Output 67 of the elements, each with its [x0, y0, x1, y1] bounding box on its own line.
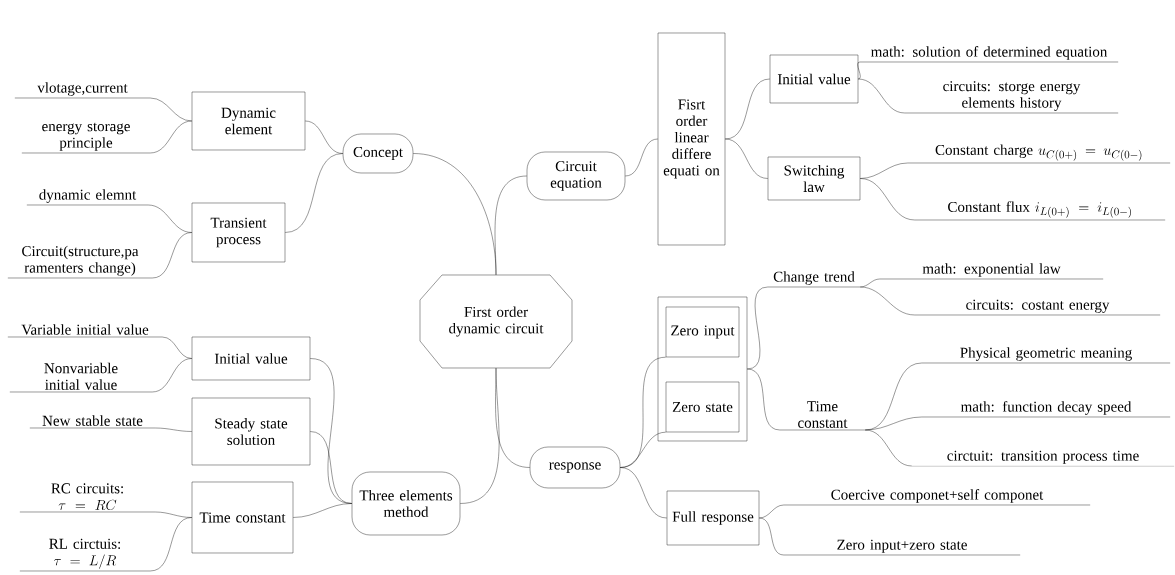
connector: [858, 78, 905, 114]
underlined-text: Constant charge $u_{C(0+)} = u_{C(0-)}$: [907, 144, 1171, 164]
underlined-text: New stable state: [29, 415, 156, 429]
underlined-text: math: exponential law: [879, 263, 1104, 280]
connector: [747, 368, 780, 431]
octagon-node: First order dynamic circuit: [419, 274, 573, 369]
connector: [725, 78, 770, 140]
rounded-node: Concept: [342, 133, 414, 174]
underlined-text: Circuit(structure,pa ramenters change): [7, 245, 153, 279]
underlined-text: Variable initial value: [7, 324, 163, 338]
underlined-text: math: function decay speed: [921, 401, 1171, 418]
connector: [860, 286, 915, 316]
topic-box: Switching law: [767, 156, 861, 201]
topic-box: Initial value: [769, 54, 859, 104]
topic-box: Transient process: [191, 202, 286, 263]
connector: [759, 504, 784, 519]
underlined-text: Zero input+zero state: [783, 539, 1021, 556]
connector: [152, 232, 192, 279]
topic-box: Zero state: [665, 381, 740, 433]
connector: [293, 503, 352, 518]
connector: [162, 336, 192, 359]
underlined-text: energy storage principle: [21, 122, 151, 154]
connector: [305, 120, 343, 154]
connector: [725, 138, 768, 179]
underlined-text: Change trend: [767, 271, 861, 288]
topic-box: Zero input: [665, 306, 740, 358]
enclosing-box: [657, 296, 748, 442]
connector: [860, 278, 880, 288]
connector: [865, 416, 922, 431]
rounded-node: response: [529, 446, 621, 489]
topic-box: Full response: [666, 490, 760, 546]
connector: [285, 153, 343, 233]
connector: [152, 358, 192, 393]
connector: [865, 429, 912, 467]
rounded-node: Circuit equation: [526, 151, 626, 201]
topic-box: Initial value: [191, 336, 311, 381]
underlined-text: vlotage,current: [14, 82, 151, 99]
topic-box: Fisrt order linear differe equati on: [657, 32, 726, 246]
underlined-text: Nonvariable initial value: [9, 362, 153, 393]
connector: [759, 517, 784, 556]
topic-box: Steady state solution: [191, 397, 311, 466]
topic-box: Dynamic element: [191, 91, 306, 151]
connector: [155, 427, 192, 432]
connector: [150, 120, 192, 154]
underlined-text: Time constant: [779, 401, 866, 431]
connector: [747, 286, 768, 370]
underlined-text: circuits: costant energy: [914, 299, 1161, 316]
connector: [620, 467, 667, 519]
connector: [857, 61, 861, 80]
underlined-text: dynamic elemnt: [26, 189, 149, 206]
underlined-text: circuits: storge energy elements history: [904, 81, 1119, 114]
underlined-text: Constant flux $i_{L(0+)} = i_{L(0-)}$: [914, 201, 1166, 221]
connector: [150, 517, 192, 572]
connector: [150, 97, 192, 122]
topic-box: Time constant: [191, 481, 294, 554]
underlined-text: Physical geometric meaning: [921, 347, 1171, 364]
rounded-node: Three elements method: [351, 471, 461, 536]
connector: [494, 175, 527, 275]
connector: [625, 138, 658, 177]
underlined-text: circtuit: transition process time: [911, 450, 1175, 467]
connector: [310, 431, 352, 504]
underlined-text: RL circtuis: $\tau = L/R$: [19, 538, 151, 572]
underlined-text: RC circuits: $\tau = RC$: [19, 483, 156, 513]
underlined-text: math: solution of determined equation: [859, 46, 1119, 63]
underlined-text: Coercive componet+self componet: [783, 489, 1091, 506]
connector: [495, 368, 530, 468]
connector: [860, 178, 915, 221]
